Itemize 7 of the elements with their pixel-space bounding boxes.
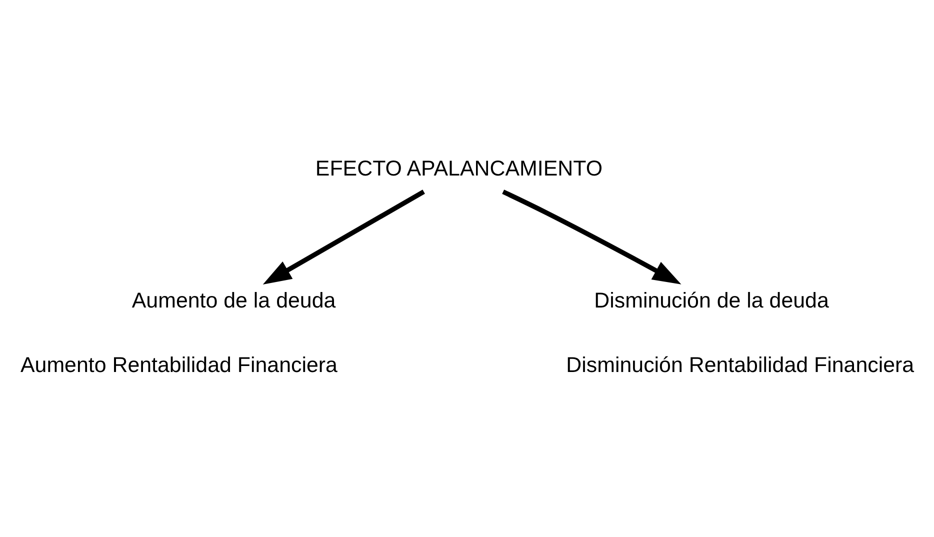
node-label: Aumento Rentabilidad Financiera (20, 353, 338, 378)
arrow (262, 190, 425, 284)
node-text: Disminución de la deuda (594, 288, 829, 313)
node-label: Disminución Rentabilidad Financiera (566, 353, 914, 378)
arrow (502, 190, 682, 284)
node-text: EFECTO APALANCAMIENTO (315, 156, 603, 180)
node-text: Aumento de la deuda (132, 288, 336, 313)
